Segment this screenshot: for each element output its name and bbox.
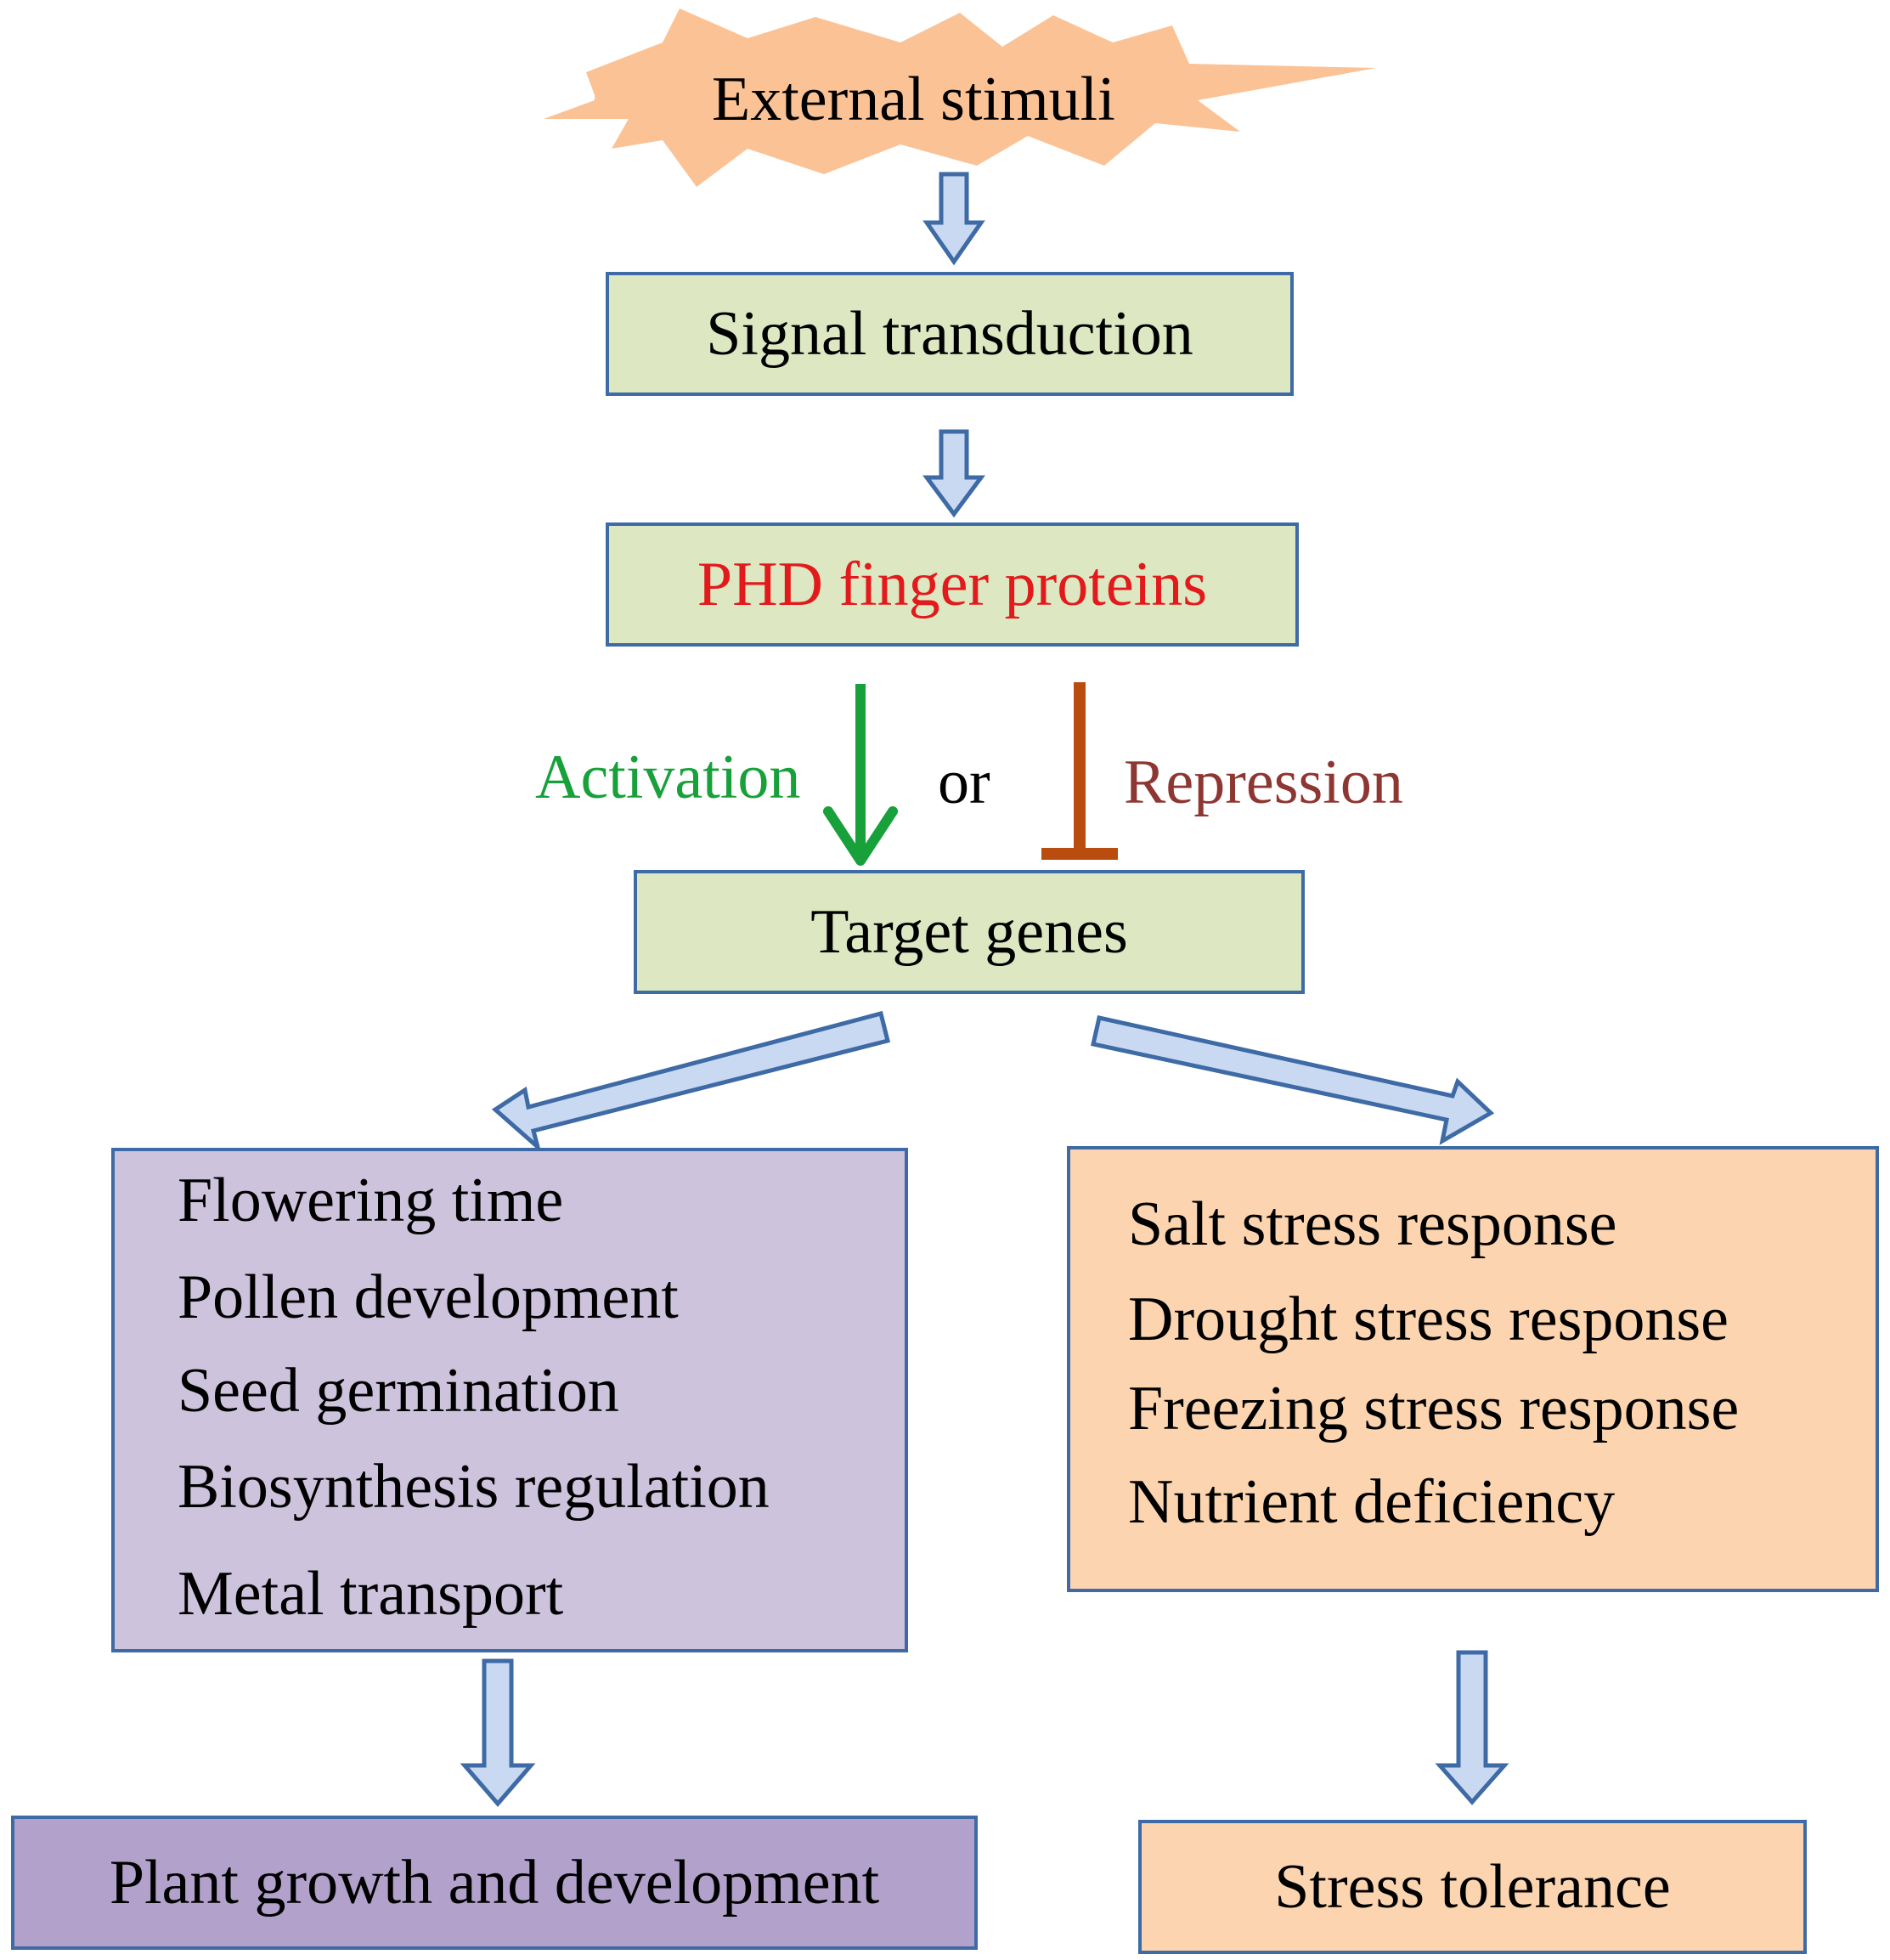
arrow-signal-to-phd (922, 429, 985, 518)
activation-label: Activation (535, 743, 801, 812)
arrow-stimuli-to-signal (922, 172, 985, 266)
development-item: Seed germination (178, 1356, 619, 1426)
stress-box: Salt stress response Drought stress resp… (1067, 1146, 1879, 1592)
or-label: or (938, 748, 990, 817)
activation-arrow (823, 684, 898, 866)
stress-item: Drought stress response (1128, 1285, 1729, 1354)
development-item: Metal transport (178, 1559, 564, 1629)
plant-growth-box: Plant growth and development (11, 1816, 978, 1950)
repression-bar (1041, 682, 1118, 860)
plant-growth-label: Plant growth and development (109, 1848, 880, 1918)
arrow-target-to-stress (1091, 1015, 1495, 1145)
external-stimuli-label: External stimuli (712, 65, 1115, 134)
development-item: Biosynthesis regulation (178, 1452, 770, 1522)
development-item: Flowering time (178, 1166, 564, 1235)
arrow-target-to-development (491, 1010, 891, 1154)
phd-finger-label: PHD finger proteins (697, 550, 1208, 619)
target-genes-box: Target genes (634, 870, 1305, 994)
stress-tolerance-label: Stress tolerance (1274, 1852, 1671, 1922)
repression-label: Repression (1124, 748, 1403, 817)
development-box: Flowering time Pollen development Seed g… (111, 1148, 908, 1652)
phd-finger-box: PHD finger proteins (606, 522, 1299, 647)
development-item: Pollen development (178, 1262, 679, 1332)
starburst-shape (544, 8, 1376, 187)
stress-tolerance-box: Stress tolerance (1138, 1820, 1807, 1954)
signal-transduction-box: Signal transduction (606, 272, 1294, 396)
stress-item: Freezing stress response (1128, 1374, 1740, 1443)
signal-transduction-label: Signal transduction (706, 299, 1193, 369)
arrow-stress-to-tolerance (1435, 1650, 1509, 1805)
arrow-development-to-growth (460, 1658, 536, 1807)
target-genes-label: Target genes (810, 897, 1128, 967)
stress-item: Salt stress response (1128, 1189, 1617, 1259)
stress-item: Nutrient deficiency (1128, 1467, 1616, 1537)
